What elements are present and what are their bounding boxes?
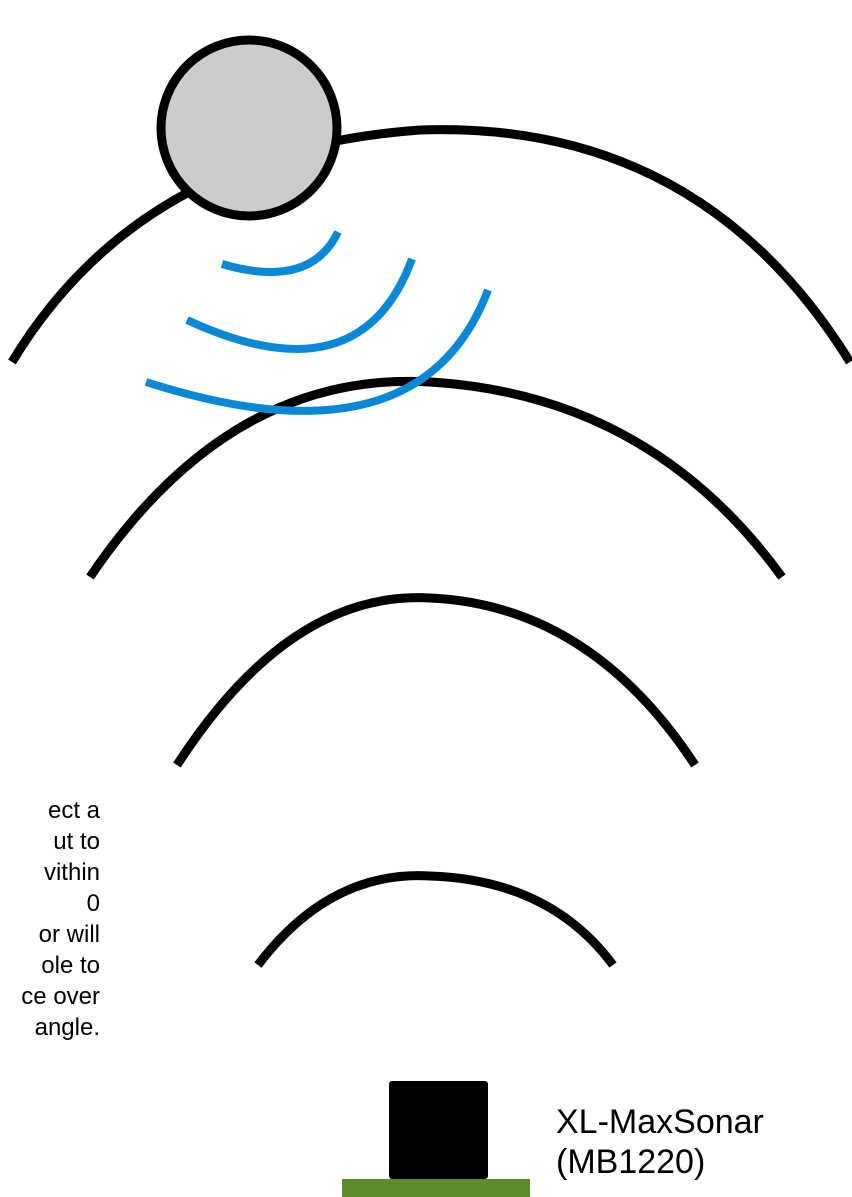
note-line: angle. (0, 1012, 100, 1043)
note-line: vithin (0, 857, 100, 888)
range-note: ect a ut to vithin 0 or will ole to ce o… (0, 795, 100, 1043)
beam-arc-outer (12, 130, 850, 362)
ping-wave-small (222, 232, 338, 272)
note-line: ect a (0, 795, 100, 826)
sonar-sensor-icon (342, 1081, 530, 1197)
sensor-name: XL-MaxSonar (556, 1102, 764, 1142)
note-line: ut to (0, 826, 100, 857)
sensor-label: XL-MaxSonar (MB1220) (556, 1102, 764, 1182)
note-line: or will (0, 919, 100, 950)
beam-arc-3 (177, 598, 695, 765)
ping-wave-medium (187, 259, 412, 349)
beam-arc-2 (90, 381, 782, 577)
sensor-body (389, 1081, 488, 1179)
note-line: 0 (0, 888, 100, 919)
note-line: ce over (0, 981, 100, 1012)
sensor-model: (MB1220) (556, 1142, 764, 1182)
target-ball-icon (161, 40, 337, 216)
note-line: ole to (0, 950, 100, 981)
beam-arc-inner (258, 876, 613, 965)
sensor-pcb (342, 1179, 530, 1197)
